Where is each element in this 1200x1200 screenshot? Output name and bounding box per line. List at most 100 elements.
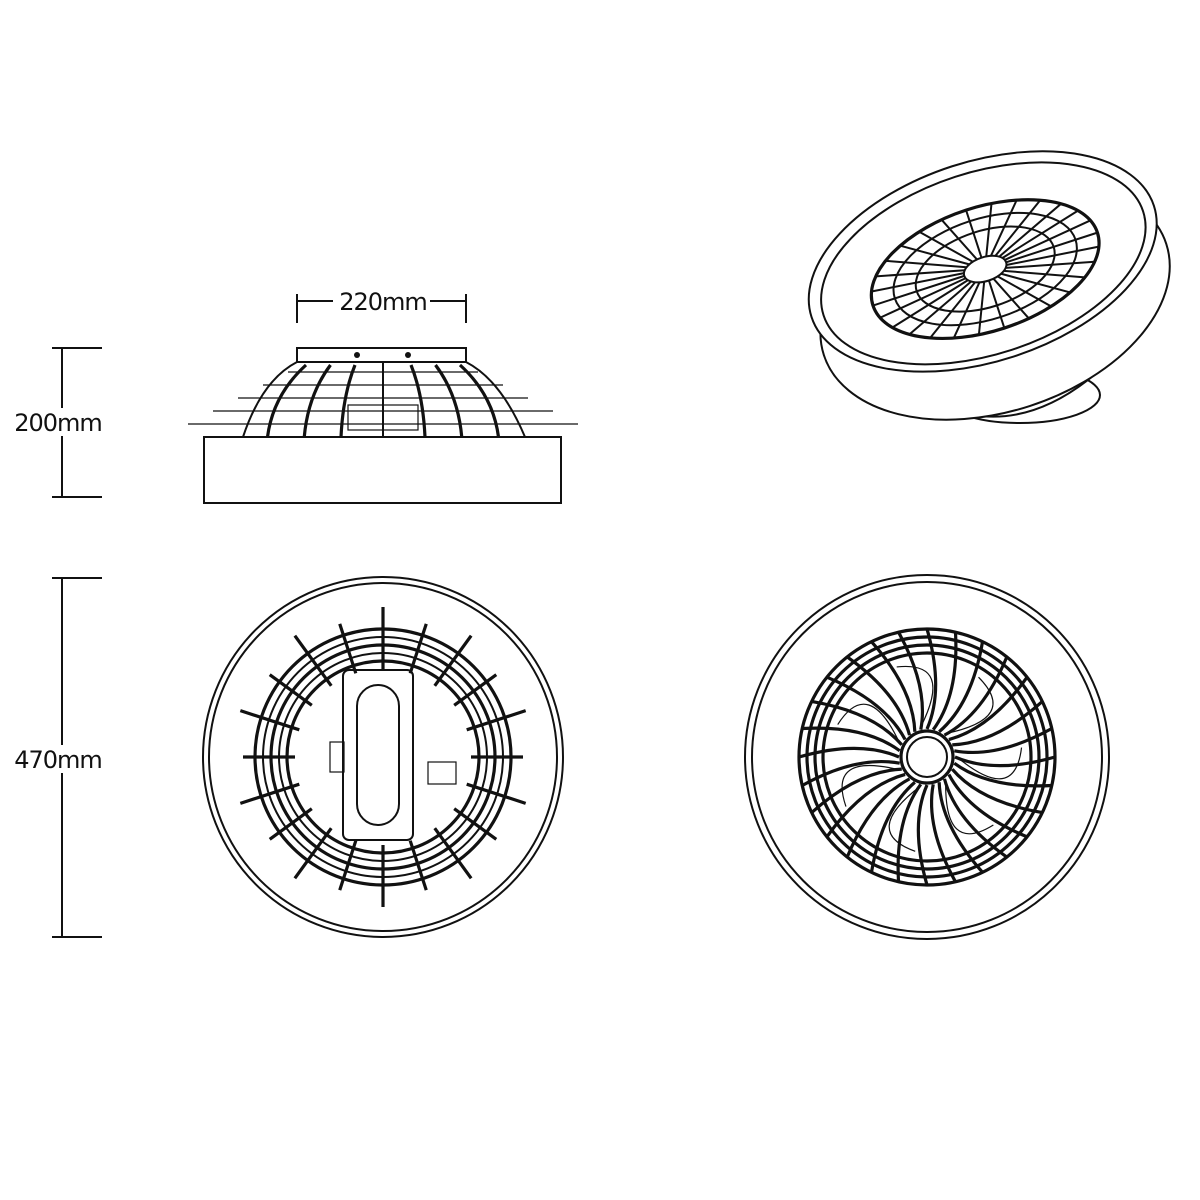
dimension-label-470: 470mm	[14, 746, 102, 774]
grille-spoke	[925, 628, 938, 730]
grille-spoke	[908, 280, 972, 336]
grille-spoke	[965, 209, 983, 258]
fan-blade	[837, 703, 901, 745]
cage-ring	[821, 651, 1033, 863]
cage-rib	[239, 709, 300, 732]
grille-spoke	[1006, 245, 1100, 266]
grille-spoke	[802, 726, 901, 753]
bottom-view-blades	[744, 574, 1110, 940]
grille-spoke	[954, 755, 1056, 768]
cage-rib	[453, 807, 498, 841]
grille-spoke	[896, 783, 923, 882]
grille-spoke	[826, 675, 907, 741]
grille-spoke	[987, 280, 1006, 329]
grille-spoke	[891, 279, 969, 329]
cage-rib	[458, 363, 501, 438]
dimension-diameter: 470mm	[14, 577, 103, 938]
grille-spoke	[942, 778, 1008, 859]
fan-blade	[945, 780, 994, 835]
grille-spoke	[992, 278, 1030, 320]
fan-blade	[841, 764, 901, 807]
grille-spoke	[953, 761, 1052, 788]
grille-spoke	[845, 777, 911, 858]
fan-blade	[888, 785, 921, 852]
cage-rib	[338, 623, 358, 674]
cage-rib	[466, 782, 527, 805]
grille-spoke	[879, 277, 967, 319]
cage-ring	[813, 643, 1041, 871]
grille-spoke	[899, 244, 970, 266]
cage-rib	[433, 634, 473, 687]
grille-spoke	[931, 632, 958, 731]
cage-rib	[268, 673, 313, 707]
cage-rib	[408, 623, 428, 674]
grille-spoke	[798, 746, 900, 759]
cage-rib	[408, 840, 428, 891]
fan-blade	[896, 665, 934, 729]
grille-spoke	[990, 199, 1018, 257]
cage-rib	[293, 827, 333, 880]
cage-rib	[434, 364, 464, 438]
grille-spoke	[872, 274, 965, 307]
cage-rib	[409, 364, 427, 438]
cage-rib	[453, 673, 498, 707]
cage-rib	[265, 363, 308, 438]
grille-spoke	[916, 784, 929, 886]
bottom-view-motor	[202, 576, 564, 938]
grille-spoke	[918, 230, 974, 263]
grille-spoke	[1004, 219, 1091, 261]
cage-rib	[293, 634, 333, 687]
grille-spoke	[1005, 231, 1098, 264]
cage-ring	[269, 643, 497, 871]
perspective-view	[807, 150, 1171, 424]
cage-rib	[338, 840, 358, 891]
grille-spoke	[875, 269, 965, 278]
fan-blade	[956, 747, 1023, 780]
grille-spoke	[938, 641, 985, 733]
cage-rib	[433, 827, 473, 880]
cage-rib	[466, 709, 527, 732]
grille-spoke	[997, 275, 1052, 308]
side-view	[188, 347, 578, 504]
cage-ring	[892, 211, 1078, 327]
grille-spoke	[1003, 269, 1085, 279]
grille-spoke	[871, 272, 965, 293]
grille-spoke	[952, 281, 981, 339]
grille-spoke	[885, 259, 967, 269]
grille-spoke	[951, 768, 1043, 815]
cage-ring	[797, 627, 1057, 887]
grille-spoke	[947, 773, 1028, 839]
cage-rib	[239, 782, 300, 805]
grille-spoke	[977, 281, 986, 335]
grille-spoke	[801, 759, 900, 787]
grille-spoke	[994, 199, 1041, 257]
grille-spoke	[943, 656, 1009, 737]
dimension-height: 200mm	[14, 347, 103, 498]
grille-spoke	[940, 219, 978, 261]
grille-spoke	[870, 640, 917, 732]
cage-ring	[278, 652, 488, 862]
grille-spoke	[985, 203, 993, 257]
grille-spoke	[998, 203, 1062, 258]
cage-ring	[805, 635, 1049, 879]
grille-spoke	[869, 781, 916, 873]
grille-spoke	[825, 772, 906, 838]
grille-spoke	[846, 655, 912, 736]
grille-spoke	[948, 676, 1029, 742]
cage-rib	[268, 807, 313, 841]
grille-spoke	[1001, 209, 1079, 259]
dimension-width-top: 220mm	[296, 288, 467, 323]
cage-rib	[339, 364, 357, 438]
fan-blade	[945, 676, 994, 735]
grille-spoke	[929, 281, 976, 339]
dimension-label-220: 220mm	[339, 288, 427, 316]
cage-ring	[914, 225, 1056, 313]
grille-spoke	[937, 782, 984, 874]
grille-spoke	[811, 699, 903, 746]
grille-spoke	[929, 784, 957, 883]
grille-spoke	[897, 631, 925, 730]
grille-spoke	[810, 767, 902, 814]
grille-spoke	[954, 727, 1053, 755]
